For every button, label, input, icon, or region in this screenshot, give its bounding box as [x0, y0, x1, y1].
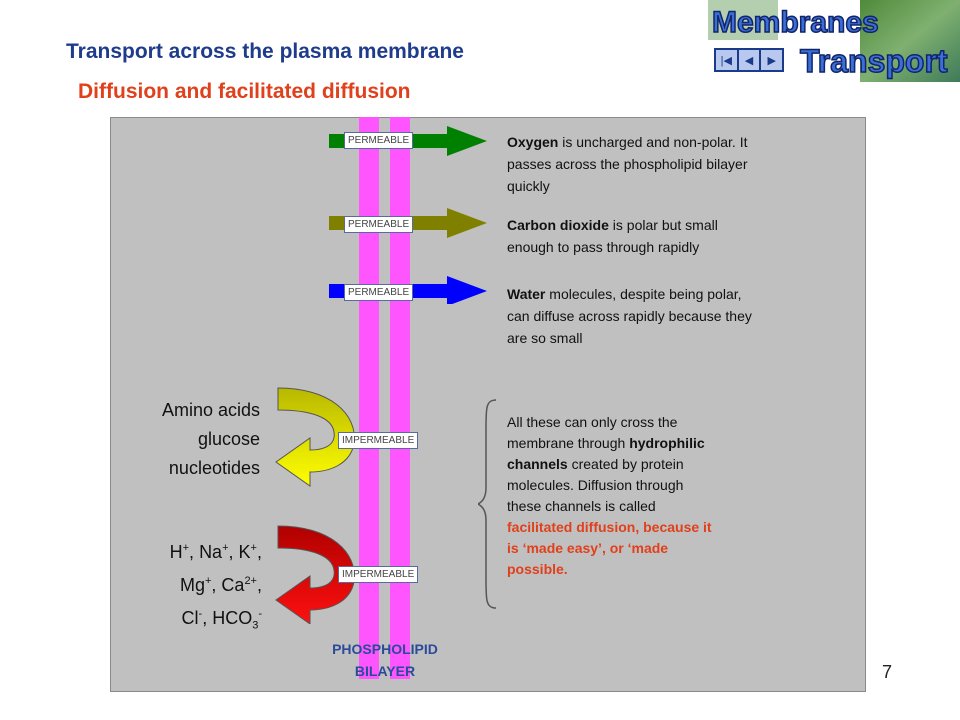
facilitated-diffusion-description: All these can only cross the membrane th… [507, 412, 807, 580]
page-subtitle: Diffusion and facilitated diffusion [78, 80, 411, 103]
water-line3: are so small [507, 330, 583, 346]
carbon-dioxide-description: Carbon dioxide is polar but small enough… [507, 214, 847, 258]
co2-line1: is polar but small [608, 217, 718, 233]
oxygen-term: Oxygen [507, 134, 559, 150]
hydrophilic-term: hydrophilic [629, 435, 705, 451]
nutrients-list: Amino acids glucose nucleotides [110, 396, 260, 483]
page-title: Transport across the plasma membrane [66, 40, 464, 63]
phospholipid-bilayer-label: PHOSPHOLIPID BILAYER [300, 638, 470, 682]
water-line1: molecules, despite being polar, [545, 286, 742, 302]
membranes-transport-logo: Membranes Transport [708, 0, 960, 82]
facilitated-line7: is ‘made easy’, or ‘made [507, 540, 669, 556]
impermeable-label-nutrients: IMPERMEABLE [338, 432, 419, 449]
previous-slide-button[interactable]: ◀ [738, 50, 760, 70]
permeable-label-carbon-dioxide: PERMEABLE [344, 216, 414, 233]
permeable-label-water: PERMEABLE [344, 284, 414, 301]
impermeable-arrows [275, 387, 355, 624]
facilitated-line1: All these can only cross the [507, 414, 678, 430]
bilayer-inner-leaflet [390, 117, 410, 679]
nutrient-nucleotides: nucleotides [168, 458, 260, 478]
ions-list: H+, Na+, K+, Mg+, Ca2+, Cl-, HCO3- [100, 534, 262, 641]
slide-navigation: |◀ ◀ ▶ [714, 48, 784, 72]
facilitated-line5: these channels is called [507, 498, 656, 514]
water-description: Water molecules, despite being polar, ca… [507, 283, 847, 349]
permeable-arrows [329, 126, 487, 304]
impermeable-arrow-nutrients [275, 387, 355, 487]
bilayer-label-line2: BILAYER [354, 663, 416, 679]
ions-row-3: Cl-, HCO3- [181, 608, 262, 632]
nutrient-glucose: glucose [197, 429, 260, 449]
oxygen-description: Oxygen is uncharged and non-polar. It pa… [507, 131, 847, 197]
page-number: 7 [882, 662, 893, 682]
carbon-dioxide-term: Carbon dioxide [507, 217, 609, 233]
co2-line2: enough to pass through rapidly [507, 239, 700, 255]
logo-line2: Transport [800, 43, 948, 79]
facilitated-line8: possible. [507, 561, 568, 577]
ions-row-2: Mg+, Ca2+, [179, 575, 262, 595]
impermeable-arrow-ions [275, 525, 355, 624]
channels-term: channels [507, 456, 568, 472]
logo-line1: Membranes [712, 6, 879, 39]
facilitated-line3b: created by protein [567, 456, 684, 472]
grouping-brace [478, 399, 497, 609]
next-slide-button[interactable]: ▶ [761, 50, 783, 70]
oxygen-line1: is uncharged and non-polar. It [558, 134, 748, 150]
oxygen-line3: quickly [507, 178, 550, 194]
facilitated-line4: molecules. Diffusion through [507, 477, 684, 493]
nutrient-amino-acids: Amino acids [161, 400, 260, 420]
oxygen-line2: passes across the phospholipid bilayer [507, 156, 748, 172]
impermeable-label-ions: IMPERMEABLE [338, 566, 419, 583]
ions-row-1: H+, Na+, K+, [169, 542, 262, 562]
bilayer-outer-leaflet [359, 117, 379, 679]
facilitated-line6: facilitated diffusion, because it [507, 519, 712, 535]
first-slide-button[interactable]: |◀ [716, 50, 737, 70]
water-line2: can diffuse across rapidly because they [507, 308, 752, 324]
permeable-label-oxygen: PERMEABLE [344, 132, 414, 149]
bilayer-label-line1: PHOSPHOLIPID [332, 641, 438, 657]
facilitated-line2a: membrane through [507, 435, 630, 451]
water-term: Water [507, 286, 546, 302]
